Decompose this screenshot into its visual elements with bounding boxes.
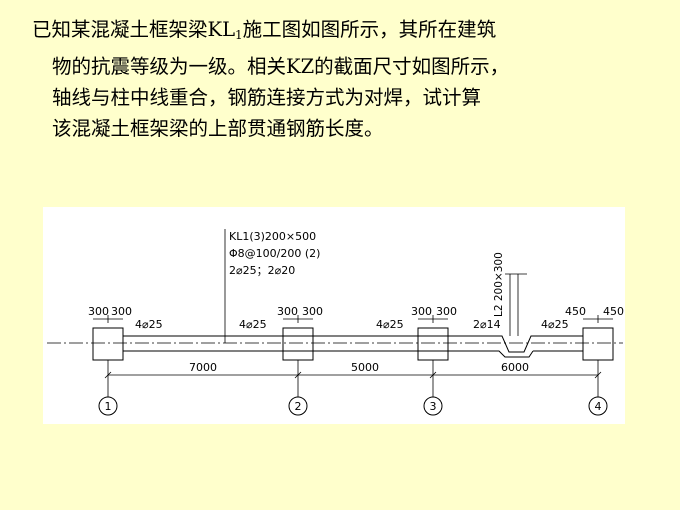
span-tick-1 (104, 371, 112, 379)
axis-bubble-4 (588, 396, 608, 416)
rebar-label-span1-left: 4⌀25 (135, 318, 163, 331)
problem-line-4: 该混凝土框架梁的上部贯通钢筋长度。 (52, 117, 384, 140)
problem-line-2: 物的抗震等级为一级。相关KZ的截面尺寸如图所示， (52, 55, 510, 78)
annotation-line-1: KL1(3)200×500 (229, 230, 316, 243)
annotation-line-3: 2⌀25；2⌀20 (229, 264, 295, 277)
beam-construction-drawing: KL1(3)200×500 Φ8@100/200 (2) 2⌀25；2⌀20 L… (43, 207, 625, 424)
rebar-label-span2-right: 4⌀25 (376, 318, 404, 331)
column-2 (282, 327, 314, 361)
axis-bubble-2 (288, 396, 308, 416)
span-label-1: 7000 (189, 361, 217, 374)
column-3 (417, 327, 449, 361)
problem-line-3: 轴线与柱中线重合，钢筋连接方式为对焊，试计算 (52, 86, 482, 109)
col2-dim-left: 300 (277, 305, 298, 318)
l2-beam-notch-bottom (491, 350, 534, 358)
beam-drawing-svg: KL1(3)200×500 Φ8@100/200 (2) 2⌀25；2⌀20 L… (47, 229, 624, 416)
axis-number-1: 1 (105, 400, 112, 413)
l2-label: L2 200×300 (493, 252, 505, 317)
annotation-line-2: Φ8@100/200 (2) (229, 247, 320, 260)
rebar-label-span1-right: 4⌀25 (239, 318, 267, 331)
problem-line-1: 已知某混凝土框架梁KL1施工图如图所示，其所在建筑 (32, 14, 672, 51)
axis-number-3: 3 (430, 400, 437, 413)
axis-number-4: 4 (595, 400, 602, 413)
rebar-label-span3-right: 4⌀25 (541, 318, 569, 331)
l2-beam-notch-top (491, 335, 533, 353)
span-label-3: 6000 (501, 361, 529, 374)
span-tick-2 (294, 371, 302, 379)
span-tick-4 (594, 371, 602, 379)
problem-line-1-prefix: 已知某混凝土框架梁KL (32, 18, 236, 41)
col3-dim-right: 300 (436, 305, 457, 318)
span-tick-3 (429, 371, 437, 379)
col4-dim-right: 450 (603, 305, 624, 318)
column-1 (92, 327, 124, 361)
span-label-2: 5000 (351, 361, 379, 374)
col4-dim-left: 450 (565, 305, 586, 318)
axis-bubble-1 (98, 396, 118, 416)
col1-dim-right: 300 (111, 305, 132, 318)
problem-statement: 已知某混凝土框架梁KL1施工图如图所示，其所在建筑 物的抗震等级为一级。相关KZ… (32, 14, 672, 144)
col2-dim-right: 300 (302, 305, 323, 318)
col3-dim-left: 300 (411, 305, 432, 318)
problem-line-1-subscript: 1 (235, 28, 243, 42)
rebar-label-l2: 2⌀14 (473, 318, 501, 331)
axis-number-2: 2 (295, 400, 302, 413)
axis-bubble-3 (423, 396, 443, 416)
col1-dim-left: 300 (88, 305, 109, 318)
column-4 (582, 327, 614, 361)
problem-line-1-suffix: 施工图如图所示，其所在建筑 (242, 18, 497, 41)
